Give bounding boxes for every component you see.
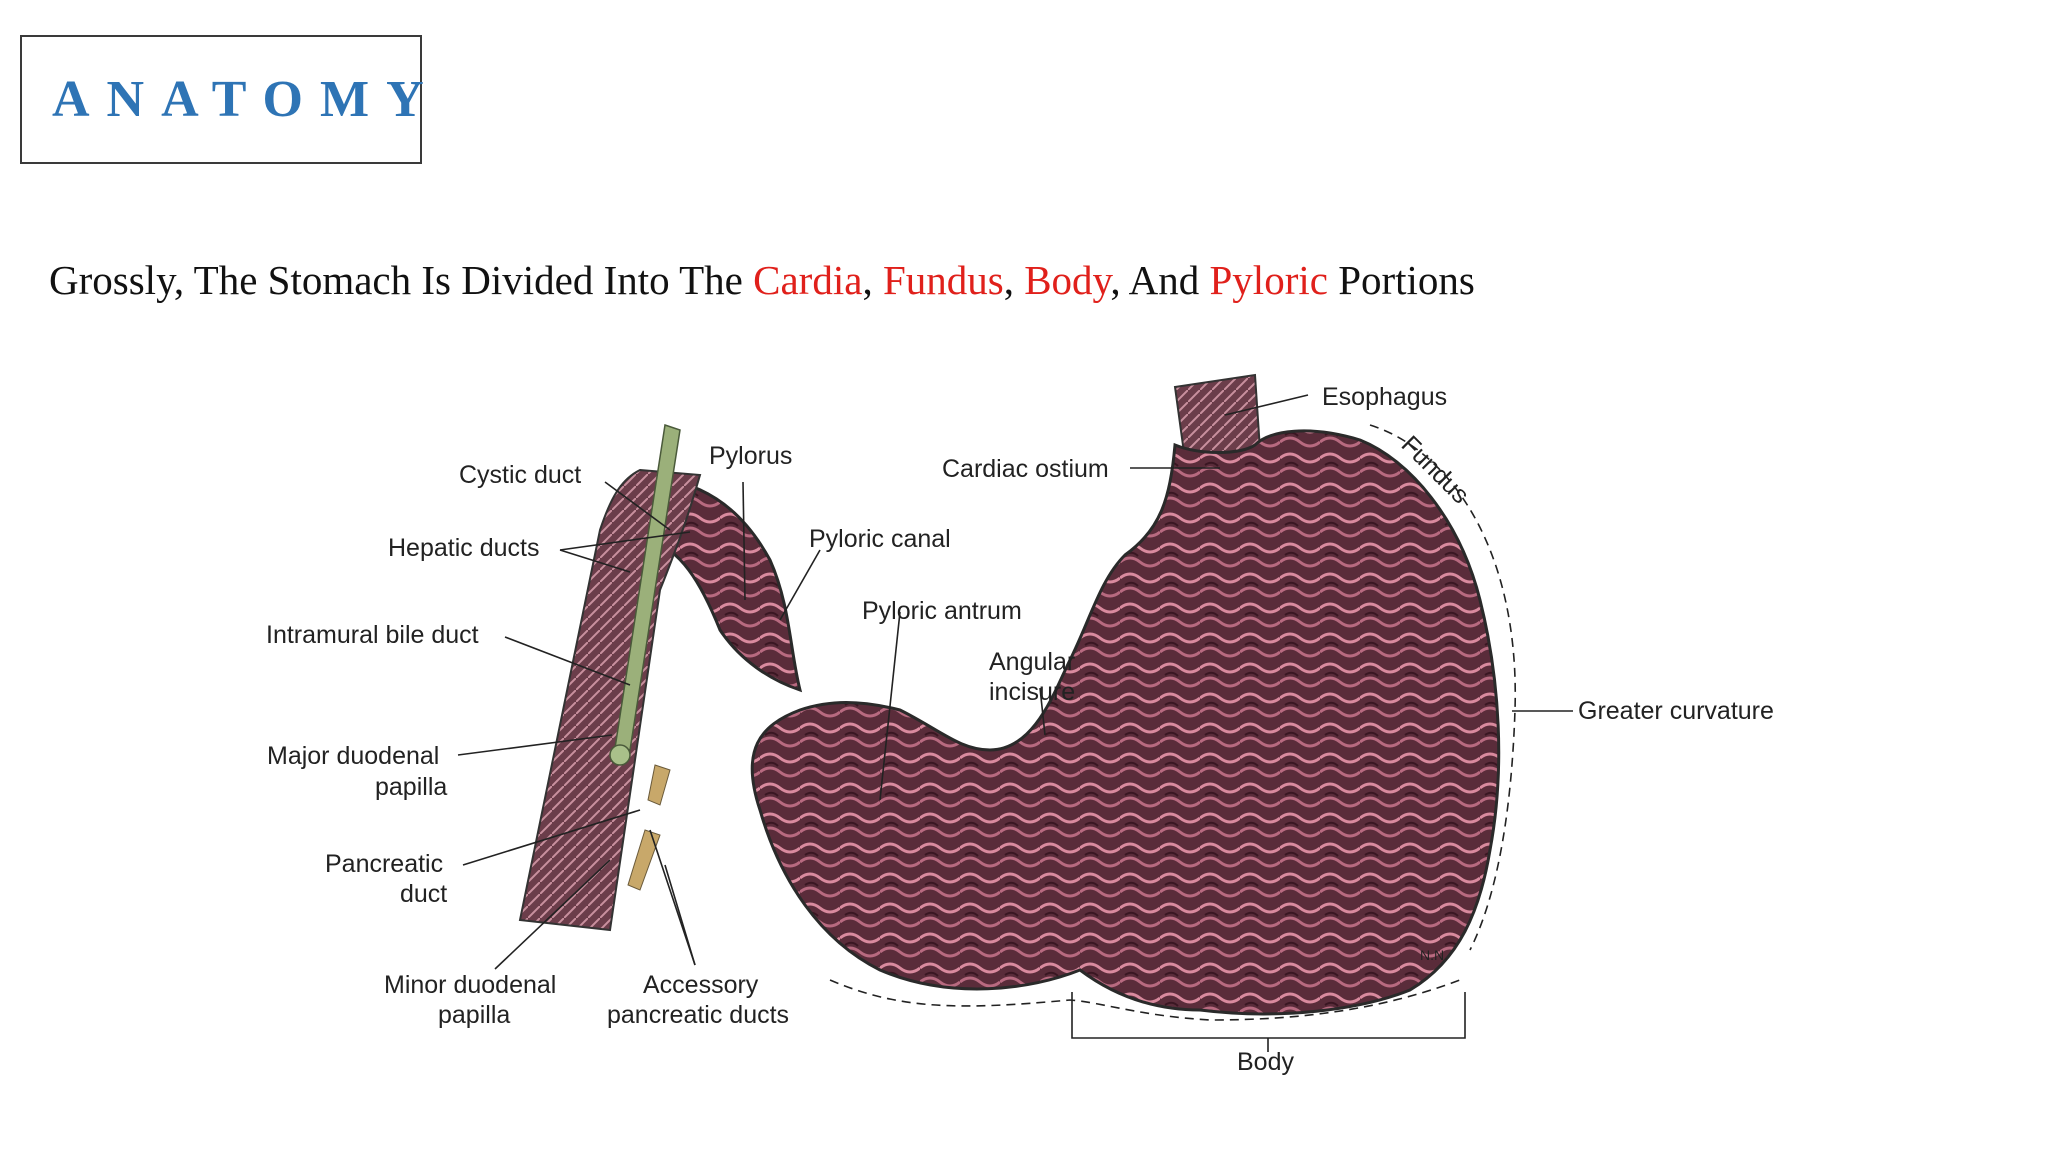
term-body: Body xyxy=(1024,257,1111,303)
label-angular-incisure-line2: incisure xyxy=(989,678,1075,706)
leader-pancreatic-duct xyxy=(462,809,641,866)
bile-duct-shape xyxy=(614,424,681,751)
leader-hepatic-ducts-b xyxy=(559,549,631,573)
term-pyloric: Pyloric xyxy=(1209,257,1328,303)
slide-title: ANATOMY xyxy=(52,71,441,128)
label-pyloric-canal: Pyloric canal xyxy=(809,525,951,553)
subtitle-sep-3: , And xyxy=(1110,257,1210,303)
leader-angular-incisure xyxy=(1039,687,1046,736)
label-minor-papilla-line2: papilla xyxy=(438,1001,510,1029)
title-box: ANATOMY xyxy=(20,35,424,164)
leader-pyloric-canal xyxy=(779,549,821,621)
leader-esophagus xyxy=(1224,394,1309,416)
label-minor-papilla-line1: Minor duodenal xyxy=(384,971,556,999)
label-accessory-ducts-line2: pancreatic ducts xyxy=(607,1001,789,1029)
stomach-anatomy-illustration: Esophagus Fundus Cardiac ostium Pylorus … xyxy=(266,373,1774,1076)
leader-hepatic-ducts-a xyxy=(559,531,691,551)
illustrator-signature: N.N. xyxy=(1420,947,1448,963)
label-accessory-ducts-line1: Accessory xyxy=(643,971,759,999)
label-cardiac-ostium: Cardiac ostium xyxy=(942,455,1109,483)
subtitle-sep-1: , xyxy=(862,257,883,303)
subtitle-suffix: Portions xyxy=(1327,257,1475,303)
label-major-papilla-line2: papilla xyxy=(375,773,447,801)
label-cystic-duct: Cystic duct xyxy=(459,461,581,489)
subtitle-sep-2: , xyxy=(1003,257,1025,303)
accessory-duct-shape xyxy=(647,764,671,806)
leader-pyloric-antrum xyxy=(879,611,901,801)
label-major-papilla-line1: Major duodenal xyxy=(267,742,439,770)
term-cardia: Cardia xyxy=(753,257,863,303)
label-intramural-bile-duct: Intramural bile duct xyxy=(266,621,479,649)
body-outline xyxy=(829,979,1461,1021)
leader-major-papilla xyxy=(457,734,613,756)
major-papilla-shape xyxy=(609,744,631,766)
leader-intramural-bile-duct xyxy=(504,636,631,686)
leader-minor-papilla xyxy=(494,859,611,970)
leader-pylorus xyxy=(742,481,746,601)
label-pylorus: Pylorus xyxy=(709,442,792,470)
greater-curvature-outline xyxy=(1369,424,1516,951)
label-greater-curvature: Greater curvature xyxy=(1578,697,1774,725)
stomach-body-shape xyxy=(750,429,1501,1016)
label-esophagus: Esophagus xyxy=(1322,383,1447,411)
leader-accessory-b xyxy=(664,864,696,966)
label-body: Body xyxy=(1237,1048,1294,1076)
label-pancreatic-duct-line1: Pancreatic xyxy=(325,850,443,878)
label-pancreatic-duct-line2: duct xyxy=(400,880,447,908)
label-hepatic-ducts: Hepatic ducts xyxy=(388,534,539,562)
slide-subtitle: Grossly, The Stomach Is Divided Into The… xyxy=(49,256,1475,304)
subtitle-prefix: Grossly, The Stomach Is Divided Into The xyxy=(49,257,754,303)
term-fundus: Fundus xyxy=(882,257,1004,303)
pancreatic-duct-shape xyxy=(627,829,661,891)
leader-cystic-duct xyxy=(604,481,671,531)
label-angular-incisure-line1: Angular xyxy=(989,648,1075,676)
label-pyloric-antrum: Pyloric antrum xyxy=(862,597,1022,625)
